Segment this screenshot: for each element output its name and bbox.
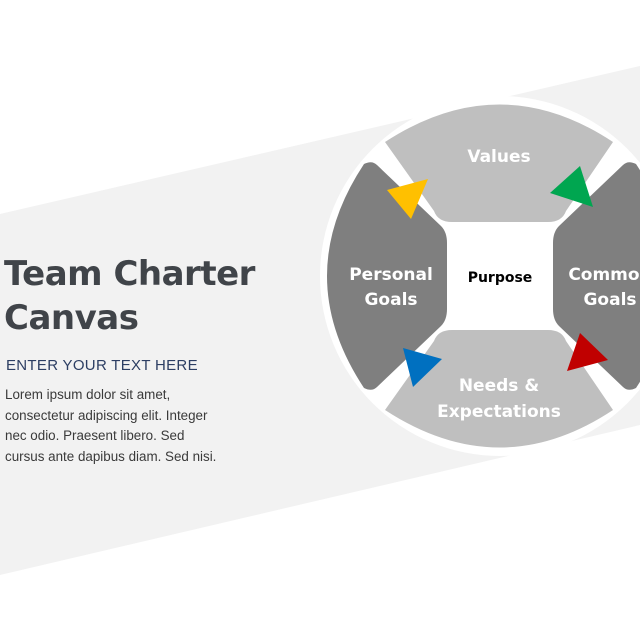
body-line: Lorem ipsum dolor sit amet, xyxy=(5,387,171,402)
segment-right-label-line-2: Goals xyxy=(583,290,636,310)
center-label: Purpose xyxy=(468,270,533,286)
green-arrow-icon xyxy=(550,166,593,207)
segment-bottom-label-line-1: Needs & xyxy=(459,376,539,396)
segment-bottom xyxy=(385,330,613,448)
segment-top-label: Values xyxy=(467,147,530,167)
segment-right xyxy=(553,162,640,390)
segment-left-label-line-2: Goals xyxy=(364,290,417,310)
segment-right-label-line-1: Common xyxy=(568,265,640,285)
segment-left xyxy=(327,162,447,390)
segment-left-label-line-1: Personal xyxy=(349,265,433,285)
segment-bottom-label-line-2: Expectations xyxy=(437,402,561,422)
yellow-arrow-icon xyxy=(387,179,428,219)
body-line: cursus ante dapibus diam. Sed nisi. xyxy=(5,448,217,464)
body-line: nec odio. Praesent libero. Sed xyxy=(5,428,185,443)
slide-subtitle: ENTER YOUR TEXT HERE xyxy=(6,357,198,374)
red-arrow-icon xyxy=(567,333,608,371)
blue-arrow-icon xyxy=(403,348,442,387)
title-line-2: Canvas xyxy=(4,298,139,338)
center-diamond xyxy=(453,229,547,323)
body-line: consectetur adipiscing elit. Integer xyxy=(5,407,208,423)
body-text: Lorem ipsum dolor sit amet, consectetur … xyxy=(5,385,250,467)
slide-title: Team Charter Canvas xyxy=(4,252,255,340)
title-line-1: Team Charter xyxy=(4,254,255,294)
